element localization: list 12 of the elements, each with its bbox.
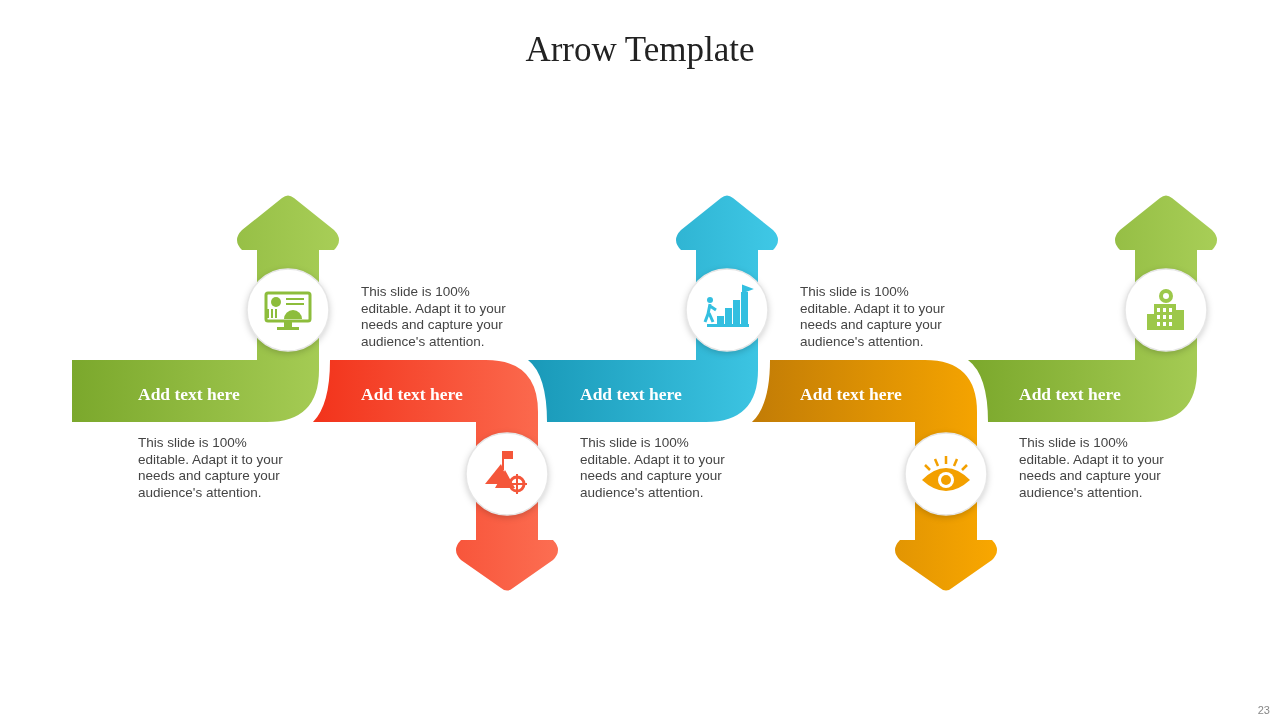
slide-title: Arrow Template — [524, 30, 756, 70]
step-title: Add text here — [361, 384, 463, 404]
description-text: This slide is 100% editable. Adapt it to your needs and capture your audience's attention. — [800, 284, 946, 350]
step-title: Add text here — [800, 384, 902, 404]
description-text: This slide is 100% editable. Adapt it to your needs and capture your audience's attention. — [138, 435, 284, 501]
step-title: Add text here — [138, 384, 240, 404]
step-title: Add text here — [1019, 384, 1121, 404]
description-text: This slide is 100% editable. Adapt it to your needs and capture your audience's attention. — [361, 284, 507, 350]
page-number: 23 — [1257, 704, 1270, 716]
description-text: This slide is 100% editable. Adapt it to your needs and capture your audience's attention. — [580, 435, 726, 501]
description-text: This slide is 100% editable. Adapt it to your needs and capture your audience's attention. — [1019, 435, 1165, 501]
step-title: Add text here — [580, 384, 682, 404]
